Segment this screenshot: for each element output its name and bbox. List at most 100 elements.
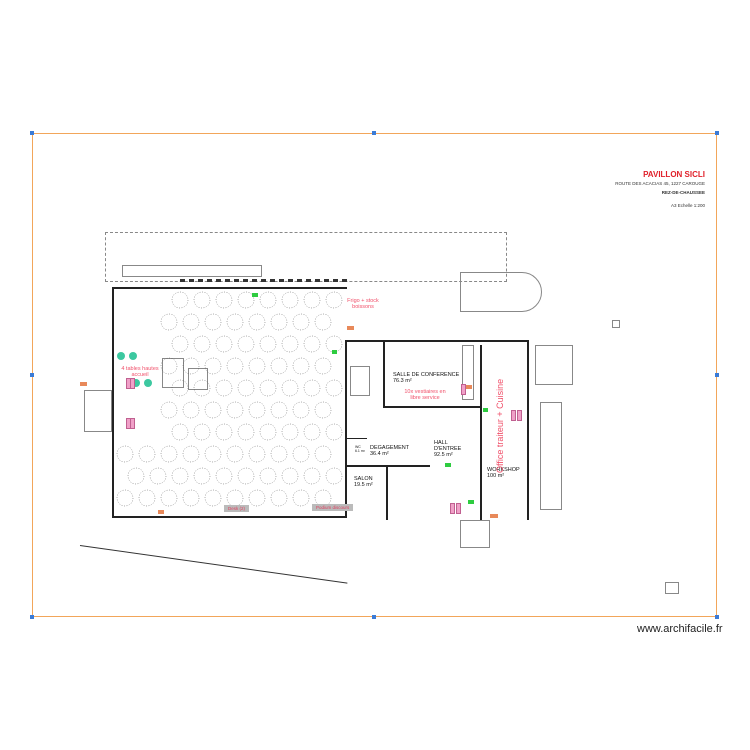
stair xyxy=(350,366,370,396)
room-name: HALL D'ENTREE xyxy=(434,440,462,452)
wall xyxy=(112,287,114,517)
wall xyxy=(383,340,385,408)
window-mark xyxy=(207,279,212,282)
wall xyxy=(527,340,529,520)
round-table xyxy=(204,401,222,419)
wall xyxy=(386,465,388,520)
annotation-vestiaires: 10x vestiaires en libre service xyxy=(404,389,446,401)
round-table xyxy=(292,489,310,507)
window-mark xyxy=(306,279,311,282)
wall xyxy=(345,438,367,439)
round-table xyxy=(281,335,299,353)
resize-handle[interactable] xyxy=(715,131,719,135)
resize-handle[interactable] xyxy=(715,615,719,619)
round-table xyxy=(182,357,200,375)
entrance-steps xyxy=(84,390,112,432)
room-name: SALON xyxy=(354,476,373,482)
window-mark xyxy=(225,279,230,282)
round-table xyxy=(303,291,321,309)
round-table xyxy=(270,445,288,463)
round-table xyxy=(182,489,200,507)
round-table xyxy=(270,401,288,419)
round-table xyxy=(215,423,233,441)
round-table xyxy=(281,423,299,441)
project-title: PAVILLON SICLI xyxy=(643,170,705,179)
window-mark xyxy=(288,279,293,282)
round-table xyxy=(248,357,266,375)
round-table xyxy=(226,445,244,463)
window-mark xyxy=(243,279,248,282)
round-table xyxy=(138,489,156,507)
window-mark xyxy=(189,279,194,282)
exterior-stair xyxy=(540,402,562,510)
room-area: 76.3 m² xyxy=(393,378,412,384)
round-table xyxy=(270,357,288,375)
round-table xyxy=(160,357,178,375)
round-table xyxy=(204,445,222,463)
round-table xyxy=(325,379,343,397)
round-table xyxy=(237,335,255,353)
rotunda xyxy=(460,272,542,312)
round-table xyxy=(116,445,134,463)
round-table xyxy=(292,445,310,463)
round-table xyxy=(248,489,266,507)
round-table xyxy=(303,467,321,485)
round-table xyxy=(171,379,189,397)
resize-handle[interactable] xyxy=(30,373,34,377)
room-area: 92.5 m² xyxy=(434,452,453,458)
round-table xyxy=(116,489,134,507)
wall xyxy=(480,345,482,520)
window-mark xyxy=(297,279,302,282)
round-table xyxy=(270,489,288,507)
annotation-office: Office traiteur + Cuisine xyxy=(495,378,505,473)
round-table xyxy=(281,291,299,309)
high-table xyxy=(132,379,140,387)
window-mark xyxy=(333,279,338,282)
round-table xyxy=(292,313,310,331)
window-mark xyxy=(324,279,329,282)
round-table xyxy=(259,467,277,485)
round-table xyxy=(248,313,266,331)
resize-handle[interactable] xyxy=(30,615,34,619)
window-mark xyxy=(252,279,257,282)
round-table xyxy=(204,489,222,507)
resize-handle[interactable] xyxy=(715,373,719,377)
round-table xyxy=(215,291,233,309)
project-scale: A3 Echelle 1:200 xyxy=(670,203,705,208)
room-area: 100 m² xyxy=(487,473,505,479)
round-table xyxy=(171,423,189,441)
round-table xyxy=(226,401,244,419)
round-table xyxy=(303,335,321,353)
round-table xyxy=(237,291,255,309)
round-table xyxy=(171,335,189,353)
round-table xyxy=(171,291,189,309)
resize-handle[interactable] xyxy=(30,131,34,135)
round-table xyxy=(193,379,211,397)
window-mark xyxy=(270,279,275,282)
round-table xyxy=(149,467,167,485)
resize-handle[interactable] xyxy=(372,131,376,135)
counter xyxy=(162,358,184,388)
stair-block xyxy=(535,345,573,385)
round-table xyxy=(237,379,255,397)
round-table xyxy=(182,313,200,331)
wall xyxy=(345,340,527,342)
round-table xyxy=(226,313,244,331)
resize-handle[interactable] xyxy=(372,615,376,619)
footer-watermark: www.archifacile.fr xyxy=(637,623,723,635)
round-table xyxy=(314,445,332,463)
round-table xyxy=(292,357,310,375)
window-mark xyxy=(261,279,266,282)
round-table xyxy=(215,335,233,353)
wall xyxy=(112,516,347,518)
round-table xyxy=(171,467,189,485)
annotation-frigo: Frigo + stock boissons xyxy=(347,298,379,310)
room-area: 19.5 m² xyxy=(354,482,373,488)
wall xyxy=(345,340,347,518)
